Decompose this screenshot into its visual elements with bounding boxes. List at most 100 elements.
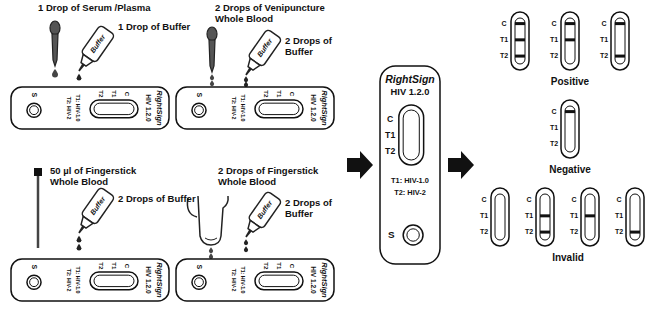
result-strip	[540, 194, 550, 240]
sample-well-label: S	[31, 92, 38, 97]
line-label: C	[601, 20, 606, 28]
buffer-bottle	[239, 191, 282, 242]
result-window	[536, 188, 554, 246]
line-label: T2	[550, 140, 558, 148]
result-strip	[615, 18, 625, 64]
result-line	[515, 55, 525, 58]
control-line-label: C	[124, 264, 130, 268]
line-label: T1	[550, 36, 558, 44]
procedure-step: 1 Drop of Buffer	[118, 22, 208, 33]
procedure-step: 2 Drops of Venipuncture Whole Blood	[215, 3, 347, 25]
test-line-key: T2: HIV-2	[65, 97, 70, 120]
buffer-drop	[77, 74, 82, 81]
flow-arrow	[448, 151, 474, 179]
result-heading: Invalid	[552, 252, 584, 264]
sample-drop	[52, 69, 58, 78]
result-strip	[585, 194, 595, 240]
pipette	[207, 27, 217, 72]
test-line-label: T2	[385, 147, 395, 156]
sample-well-label: S	[31, 264, 38, 269]
test-cassette: RightSignHIV 1.2.0CT1T2T1: HIV-1.0T2: HI…	[175, 86, 335, 130]
sample-well-label: S	[196, 264, 203, 269]
line-label: C	[481, 196, 486, 204]
sample-well-label: S	[388, 230, 395, 240]
brand-name: RightSign	[155, 262, 163, 297]
result-line	[515, 38, 525, 41]
buffer-drop	[77, 244, 82, 251]
buffer-drop	[77, 236, 82, 243]
sample-drop	[210, 74, 214, 80]
result-strip	[565, 18, 575, 64]
result-window	[626, 188, 644, 246]
result-window	[511, 12, 529, 70]
line-label: C	[571, 196, 576, 204]
test-line-key: T1: HIV-1.0	[240, 94, 245, 121]
sample-drop	[209, 247, 213, 253]
buffer-drop	[244, 246, 248, 252]
line-label: T1	[600, 36, 608, 44]
control-line-label: C	[387, 115, 393, 124]
result-line	[630, 231, 640, 234]
test-line-key: T1: HIV-1.0	[240, 266, 245, 293]
buffer-bottle	[72, 25, 115, 76]
brand-name: RightSign	[320, 90, 328, 125]
test-line-label: T2	[98, 262, 104, 269]
line-label: T2	[480, 228, 488, 236]
finger-nail	[205, 238, 217, 240]
test-line-key: T2: HIV-2	[65, 269, 70, 292]
capillary-bulb	[34, 168, 42, 176]
sample-well-label: S	[196, 92, 203, 97]
test-line-label: T2	[98, 90, 104, 97]
flow-arrow	[347, 151, 373, 179]
result-window	[561, 100, 579, 158]
line-label: T2	[550, 52, 558, 60]
result-window	[581, 188, 599, 246]
procedure-step: 2 Drops of Buffer	[118, 194, 208, 205]
brand-name: RightSign	[155, 90, 163, 125]
result-strip	[630, 194, 640, 240]
test-line-key: T2: HIV-2	[230, 97, 235, 120]
result-window	[561, 12, 579, 70]
result-line	[540, 231, 550, 234]
line-label: T2	[570, 228, 578, 236]
test-line-label: T1	[111, 262, 117, 269]
result-line	[565, 22, 575, 25]
pipette	[50, 21, 60, 66]
buffer-drop	[244, 239, 248, 245]
result-heading: Positive	[551, 76, 589, 88]
result-line	[615, 55, 625, 58]
buffer-bottle	[72, 187, 115, 238]
result-line	[540, 214, 550, 217]
line-label: T2	[615, 228, 623, 236]
test-line-label: T1	[385, 131, 395, 140]
control-line-label: C	[289, 92, 295, 96]
control-line-label: C	[124, 92, 130, 96]
line-label: C	[616, 196, 621, 204]
line-label: T1	[570, 212, 578, 220]
test-cassette: RightSignHIV 1.2.0CT1T2T1: HIV-1.0T2: HI…	[10, 86, 170, 130]
line-label: C	[551, 108, 556, 116]
test-line-label: T2	[263, 262, 269, 269]
brand-name: RightSign	[385, 74, 435, 85]
test-line-label: T1	[276, 90, 282, 97]
product-name: HIV 1.2.0	[309, 266, 316, 294]
result-window	[491, 188, 509, 246]
control-line-label: C	[289, 264, 295, 268]
line-label: T1	[615, 212, 623, 220]
result-line	[565, 110, 575, 113]
finger	[198, 196, 228, 245]
procedure-step: 2 Drops of Buffer	[285, 36, 355, 58]
test-cassette: RightSignHIV 1.2.0CT1T2T1: HIV-1.0T2: HI…	[175, 258, 335, 302]
result-windows	[491, 12, 644, 246]
result-strip	[495, 194, 505, 240]
line-label: T2	[525, 228, 533, 236]
line-label: C	[501, 20, 506, 28]
result-heading: Negative	[549, 164, 591, 176]
test-cassette: RightSignHIV 1.2.0CT1T2T1: HIV-1.0T2: HI…	[10, 258, 170, 302]
test-line-label: T1	[111, 90, 117, 97]
test-line-key: T2: HIV-2	[394, 189, 426, 196]
test-line-label: T2	[263, 90, 269, 97]
product-name: HIV 1.2.0	[391, 88, 430, 97]
test-line-key: T2: HIV-2	[230, 269, 235, 292]
procedure-step: 1 Drop of Serum /Plasma	[38, 3, 188, 14]
